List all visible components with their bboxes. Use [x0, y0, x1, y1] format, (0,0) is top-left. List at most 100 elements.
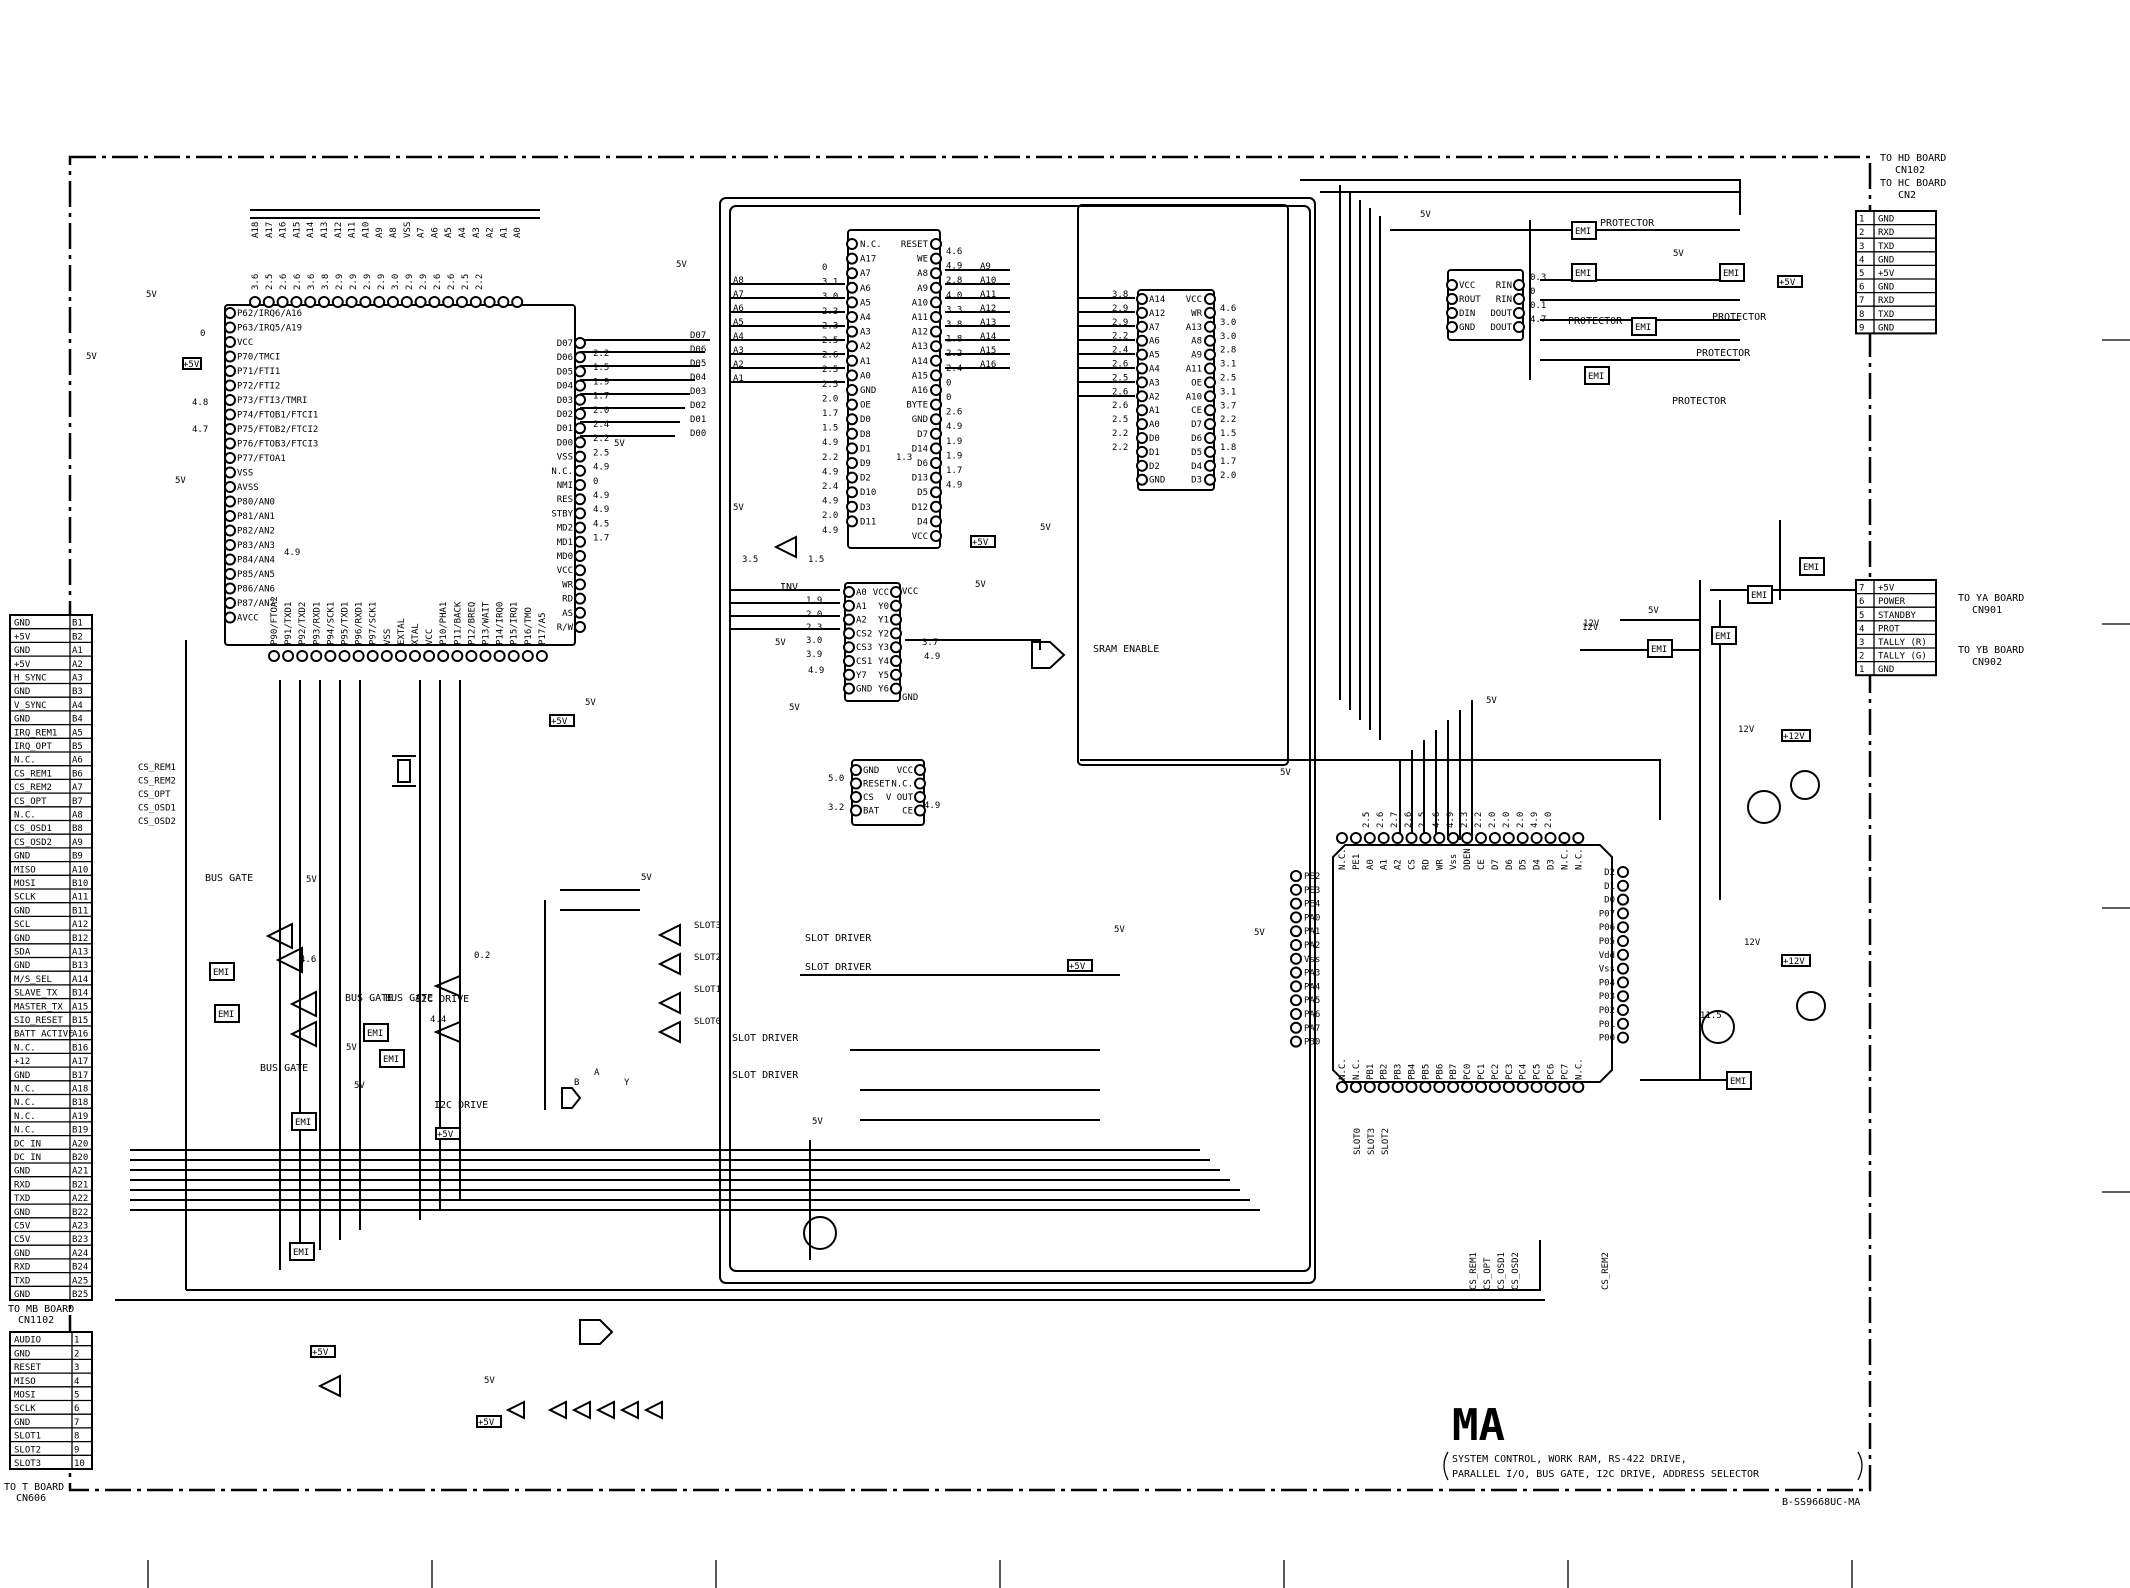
- rom-volts-left: 03.13.02.32.32.52.62.52.52.01.71.54.92.2…: [822, 263, 838, 536]
- pin-circle: [437, 650, 450, 662]
- connector-pin-name: SDA: [14, 948, 31, 958]
- voltage-reading: 1.5: [808, 555, 824, 565]
- pin-circle: [1204, 390, 1216, 403]
- gate-pin-label: P00: [1599, 1034, 1615, 1044]
- pin-circle: [465, 650, 478, 662]
- pin-circle: [224, 539, 236, 551]
- connector-pin-name: CS_REM2: [14, 783, 52, 793]
- cpu-pin-label: P76/FTOB3/FTCI3: [237, 440, 318, 450]
- slot-label: SLOT1: [694, 985, 721, 995]
- voltage-reading: 2.6: [447, 274, 457, 290]
- cpu-pin-label: P87/AN7: [237, 599, 275, 609]
- pin-circle: [469, 296, 482, 308]
- sram-pin-label: GND: [1149, 476, 1165, 486]
- pin-circle: [409, 650, 421, 662]
- pin-circle: [456, 296, 468, 308]
- sram-pin-label: A0: [1149, 420, 1160, 430]
- connector-pin-name: RXD: [14, 1180, 30, 1190]
- connector-pin-name: BATT ACTIVE: [14, 1030, 74, 1040]
- pin-circle: [276, 296, 289, 308]
- connector-pin-name: TXD: [1878, 242, 1894, 252]
- misc-label: VCC: [902, 587, 918, 597]
- pin-circle: [574, 535, 586, 548]
- pin-circle: [1204, 320, 1216, 333]
- pin-circle: [1290, 870, 1302, 882]
- connector-frame: [1855, 579, 1937, 677]
- connector-pin-name: CS_OSD2: [14, 838, 52, 848]
- sram-pin-label: A6: [1149, 337, 1160, 347]
- cpu-pin-label: VSS: [237, 469, 253, 479]
- voltage-reading: 2.5: [593, 448, 609, 458]
- cpu-pin-label: XTAL: [411, 623, 421, 645]
- protector-label: PROTECTOR: [1600, 218, 1655, 229]
- pin-circle: [890, 682, 902, 695]
- backup-pin-label: CE: [902, 807, 913, 817]
- connector-pin-name: GND: [1878, 323, 1894, 333]
- voltage-reading: 2.6: [293, 274, 303, 290]
- cpu-pin-label: P91/TXD1: [284, 602, 294, 645]
- connector-pin-name: DC IN: [14, 1153, 41, 1163]
- rom-address-label: A2: [733, 360, 744, 370]
- pin-circle: [930, 267, 942, 280]
- gate-pin-label: PB6: [1435, 1064, 1445, 1080]
- connector-pin-number: 8: [1859, 310, 1864, 320]
- emi-label: EMI: [213, 968, 229, 978]
- connector-pin-number: B16: [72, 1043, 88, 1053]
- misc-label: Y: [624, 1078, 630, 1088]
- pin-circle: [930, 471, 942, 484]
- bottom-cs-label: CS_REM2: [1601, 1252, 1611, 1290]
- pin-circle: [1377, 1081, 1390, 1093]
- gate-pin-label: N.C.: [1352, 1058, 1362, 1080]
- cpu-pin-label: WR: [562, 580, 573, 590]
- pin-circle: [1419, 832, 1432, 844]
- slot-driver-label: SLOT DRIVER: [805, 962, 872, 973]
- sram-pin-label: A13: [1186, 323, 1202, 333]
- v5-label: 5V: [614, 439, 625, 449]
- voltage-reading: 2.6: [1112, 360, 1128, 370]
- v5-label: 5V: [789, 703, 800, 713]
- rom-address-label: A12: [980, 304, 996, 314]
- rom-pin-label: D14: [912, 444, 928, 454]
- cpu-pin-label: P85/AN5: [237, 570, 275, 580]
- gate-pin-label: PB7: [1449, 1064, 1459, 1080]
- pin-circle: [1290, 994, 1302, 1007]
- voltage-reading: 0: [946, 378, 951, 388]
- v5-label: 5V: [484, 1376, 495, 1386]
- subtitle-line-1: SYSTEM CONTROL, WORK RAM, RS-422 DRIVE,: [1452, 1454, 1687, 1465]
- pin-circle: [843, 627, 855, 640]
- crystal: [392, 755, 416, 787]
- emi-label: EMI: [218, 1010, 234, 1020]
- voltage-reading: 3.2: [828, 803, 844, 813]
- v5-label: 5V: [812, 1117, 823, 1127]
- emi-label: EMI: [1751, 591, 1767, 601]
- cpu-pin-label: A10: [361, 222, 371, 238]
- gate-pin-label: D1: [1604, 882, 1615, 892]
- pin-circle: [1446, 279, 1458, 291]
- emi-label: EMI: [1588, 372, 1604, 382]
- rom-pin-label: A2: [860, 342, 871, 352]
- voltage-reading: 2.3: [822, 307, 838, 317]
- gate-array: [1332, 844, 1613, 1083]
- pin-circle: [1391, 1081, 1404, 1093]
- sram-pin-label: D7: [1191, 420, 1202, 430]
- connector-pin-number: 5: [1859, 611, 1864, 621]
- gate-pin-label: PE1: [1352, 854, 1362, 870]
- connector-pin-name: TALLY (R): [1878, 638, 1927, 648]
- gate-pin-label: PA2: [1304, 941, 1320, 951]
- connector-pin-number: A2: [72, 660, 83, 670]
- pin-circle: [1204, 293, 1216, 305]
- gate-pin-label: PC0: [1463, 1064, 1473, 1080]
- gate-pin-label: Vss: [1599, 965, 1615, 975]
- pin-circle: [1136, 473, 1148, 486]
- pin-circle: [1204, 473, 1216, 486]
- conn-left-main-footer-1: TO MB BOARD: [8, 1304, 74, 1315]
- voltage-reading: 0: [946, 393, 951, 403]
- cpu-pin-label: A4: [458, 227, 468, 238]
- cpu-pin-label: MD1: [557, 538, 573, 548]
- rom-pin-label: D6: [917, 459, 928, 469]
- pin-circle: [224, 611, 236, 624]
- decoder-pin-label: GND: [856, 685, 872, 695]
